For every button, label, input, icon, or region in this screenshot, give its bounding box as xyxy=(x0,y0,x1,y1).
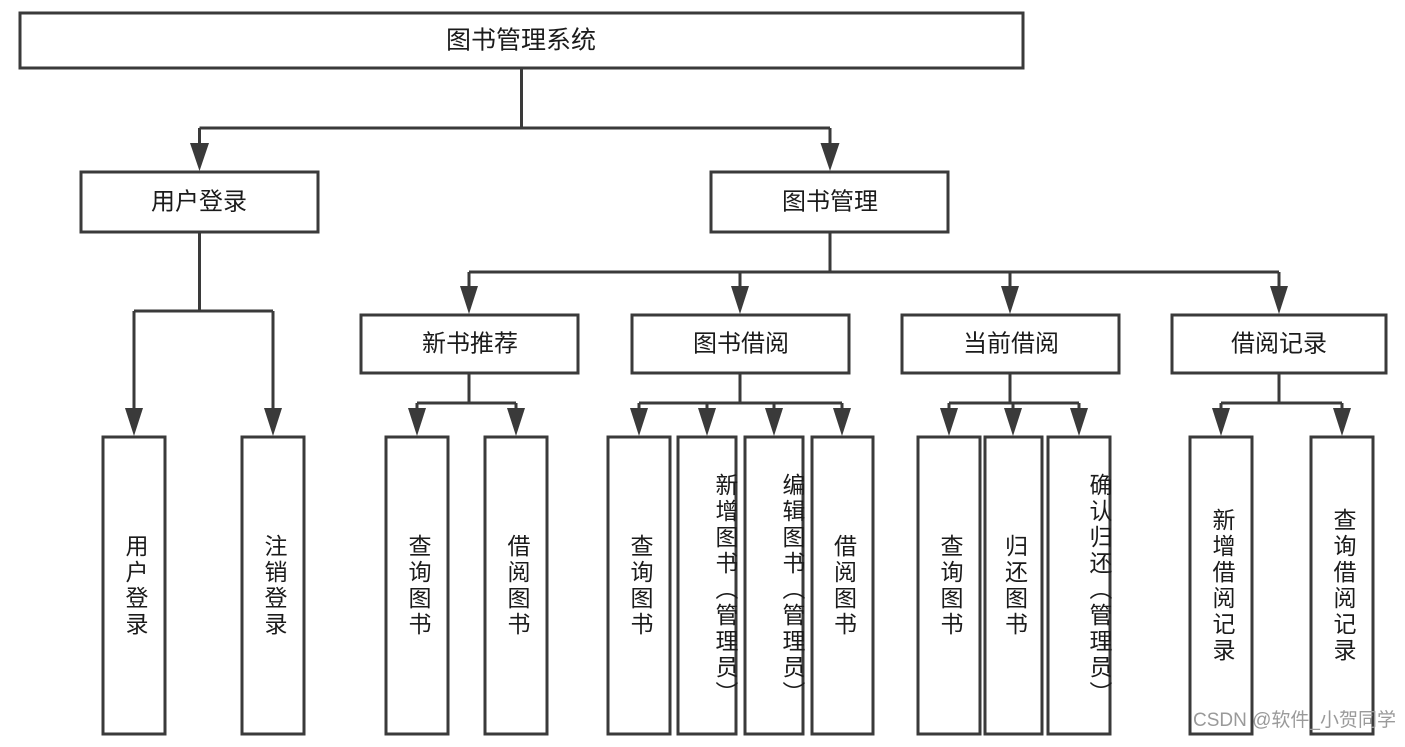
node-current-borrow-label: 当前借阅 xyxy=(963,330,1059,357)
arrow-head-user-login xyxy=(190,143,209,171)
leaf-box-edit-book[interactable] xyxy=(743,435,805,736)
leaf-box-return-book[interactable] xyxy=(983,435,1044,736)
node-user-login-label: 用户登录 xyxy=(151,188,247,215)
node-book-manage-label: 图书管理 xyxy=(782,188,878,215)
node-root[interactable]: 图书管理系统 xyxy=(18,11,1025,70)
node-new-book-recommend-label: 新书推荐 xyxy=(422,330,518,357)
leaf-box-logout[interactable] xyxy=(240,435,306,736)
node-book-borrow-box[interactable] xyxy=(630,313,851,375)
connector-group-borrow-record xyxy=(1212,373,1351,436)
arrow-head-leaf-user-login xyxy=(125,408,143,436)
connector-group-book-manage xyxy=(460,232,1288,314)
arrow-head-leaf-add-book xyxy=(698,408,716,436)
node-book-manage[interactable]: 图书管理 xyxy=(709,170,950,234)
arrow-head-leaf-edit-book xyxy=(765,408,783,436)
connector-group-root xyxy=(190,68,840,171)
node-book-borrow[interactable]: 图书借阅 xyxy=(630,313,851,375)
connector-group-current-borrow xyxy=(940,373,1088,436)
arrow-head-leaf-logout xyxy=(264,408,282,436)
connector-group-book-borrow xyxy=(630,373,851,436)
node-book-manage-box[interactable] xyxy=(709,170,950,234)
node-user-login[interactable]: 用户登录 xyxy=(79,170,320,234)
node-current-borrow-box[interactable] xyxy=(900,313,1121,375)
leaf-box-add-book[interactable] xyxy=(676,435,738,736)
node-borrow-record[interactable]: 借阅记录 xyxy=(1170,313,1388,375)
leaf-box-borrow-book[interactable] xyxy=(810,435,875,736)
arrow-head-new-book-recommend xyxy=(460,286,478,314)
arrow-head-leaf-borrow-book-rec xyxy=(507,408,525,436)
leaf-boxes xyxy=(101,435,1375,736)
node-user-login-box[interactable] xyxy=(79,170,320,234)
leaf-box-add-record[interactable] xyxy=(1188,435,1254,736)
node-root-label: 图书管理系统 xyxy=(446,27,596,55)
arrow-head-leaf-confirm-return xyxy=(1070,408,1088,436)
node-book-borrow-label: 图书借阅 xyxy=(693,330,789,357)
leaf-box-query-record[interactable] xyxy=(1309,435,1375,736)
node-root-box[interactable] xyxy=(18,11,1025,70)
arrow-head-leaf-return-book xyxy=(1004,408,1022,436)
node-new-book-recommend[interactable]: 新书推荐 xyxy=(359,313,580,375)
leaf-box-query-book-borrow[interactable] xyxy=(606,435,672,736)
arrow-head-book-manage xyxy=(820,143,840,171)
leaf-box-user-login[interactable] xyxy=(101,435,167,736)
leaf-box-confirm-return[interactable] xyxy=(1046,435,1112,736)
arrow-head-book-borrow xyxy=(731,286,749,314)
arrow-head-leaf-borrow-book xyxy=(833,408,851,436)
leaf-box-borrow-book-rec[interactable] xyxy=(483,435,549,736)
arrow-head-leaf-add-record xyxy=(1212,408,1230,436)
connector-group-new-book-recommend xyxy=(408,373,525,436)
node-current-borrow[interactable]: 当前借阅 xyxy=(900,313,1121,375)
node-borrow-record-label: 借阅记录 xyxy=(1231,330,1327,357)
arrow-head-leaf-query-book-cur xyxy=(940,408,958,436)
csdn-watermark: CSDN @软件_小贺同学 xyxy=(1193,710,1396,731)
node-borrow-record-box[interactable] xyxy=(1170,313,1388,375)
arrow-head-current-borrow xyxy=(1001,286,1019,314)
arrow-head-borrow-record xyxy=(1270,286,1288,314)
node-new-book-recommend-box[interactable] xyxy=(359,313,580,375)
leaf-box-query-book-cur[interactable] xyxy=(916,435,982,736)
arrow-head-leaf-query-record xyxy=(1333,408,1351,436)
connector-group-user-login xyxy=(125,232,282,436)
arrow-head-leaf-query-book-borrow xyxy=(630,408,648,436)
leaf-box-query-book-rec[interactable] xyxy=(384,435,450,736)
arrow-head-leaf-query-book-rec xyxy=(408,408,426,436)
